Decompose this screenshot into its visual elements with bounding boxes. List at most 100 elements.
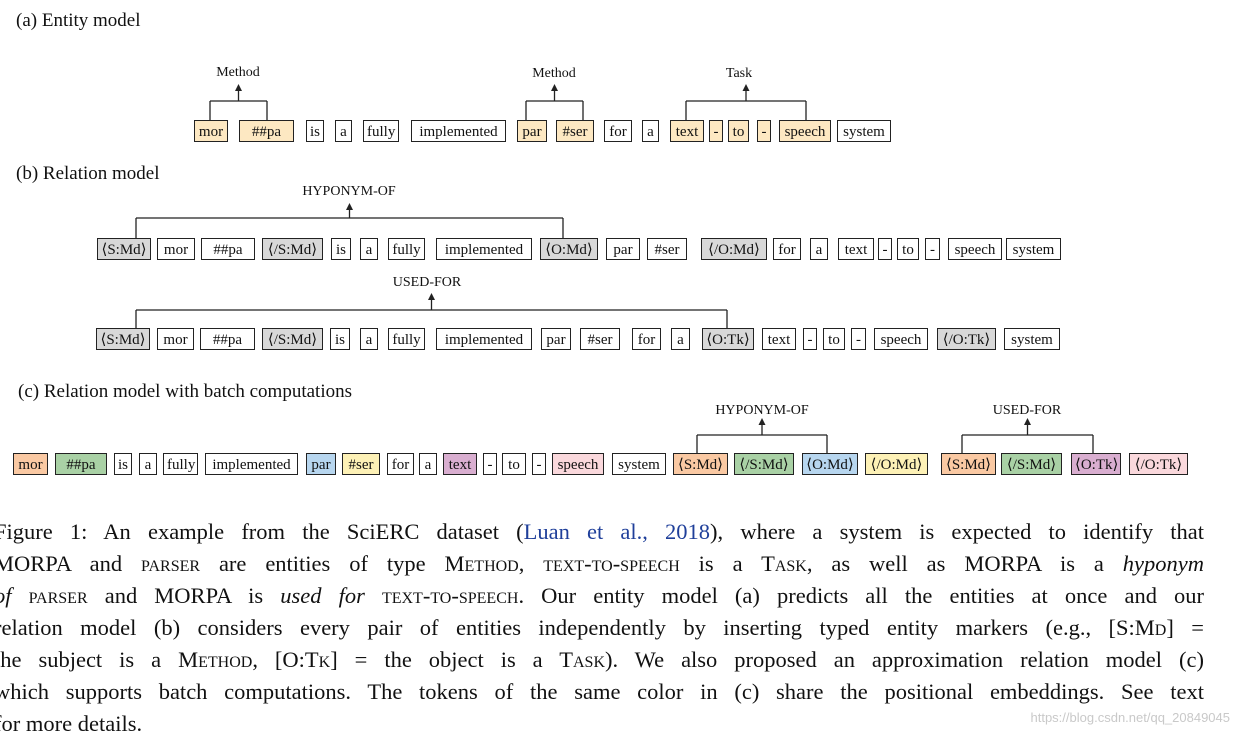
token: a xyxy=(139,453,157,475)
relation-label: Task xyxy=(725,66,753,81)
token: ⟨O:Tk⟩ xyxy=(1071,453,1121,475)
token: ⟨/O:Tk⟩ xyxy=(937,328,996,350)
token: ⟨O:Tk⟩ xyxy=(702,328,754,350)
section-a-title: (a) Entity model xyxy=(16,10,141,31)
token: - xyxy=(851,328,866,350)
token: fully xyxy=(163,453,198,475)
section-b-title: (b) Relation model xyxy=(16,163,160,184)
token: system xyxy=(1006,238,1061,260)
token: system xyxy=(612,453,666,475)
token: par xyxy=(541,328,571,350)
figure-caption: Figure 1: An example from the SciERC dat… xyxy=(0,519,1205,736)
token: ⟨S:Md⟩ xyxy=(673,453,728,475)
token: ⟨O:Md⟩ xyxy=(540,238,598,260)
relation-label: Method xyxy=(216,65,260,80)
relation-label: Method xyxy=(532,66,576,81)
token: - xyxy=(532,453,546,475)
token: to xyxy=(897,238,919,260)
token: - xyxy=(878,238,892,260)
token: mor xyxy=(157,238,195,260)
token: implemented xyxy=(411,120,506,142)
token: system xyxy=(1004,328,1060,350)
token: - xyxy=(757,120,771,142)
arrow-head xyxy=(1024,418,1031,425)
token: ⟨/O:Md⟩ xyxy=(865,453,928,475)
token: ##pa xyxy=(200,328,255,350)
token: speech xyxy=(552,453,604,475)
token: ⟨O:Md⟩ xyxy=(802,453,858,475)
arrow-head xyxy=(758,418,766,425)
token: a xyxy=(360,328,378,350)
token: a xyxy=(810,238,828,260)
token: speech xyxy=(779,120,831,142)
token: fully xyxy=(363,120,399,142)
token: #ser xyxy=(342,453,380,475)
relation-label: HYPONYM-OF xyxy=(715,403,809,418)
citation-link[interactable]: Luan et al., 2018 xyxy=(523,519,711,544)
token: implemented xyxy=(205,453,298,475)
token: implemented xyxy=(436,328,532,350)
token: for xyxy=(387,453,414,475)
token: to xyxy=(502,453,526,475)
token: implemented xyxy=(436,238,532,260)
token: a xyxy=(419,453,437,475)
token: ⟨/S:Md⟩ xyxy=(262,328,323,350)
token: system xyxy=(837,120,891,142)
token: is xyxy=(331,238,351,260)
token: fully xyxy=(388,328,425,350)
token: #ser xyxy=(647,238,687,260)
token: ##pa xyxy=(55,453,107,475)
token: - xyxy=(709,120,723,142)
token: ⟨/S:Md⟩ xyxy=(734,453,794,475)
token: a xyxy=(671,328,690,350)
token: ⟨/O:Tk⟩ xyxy=(1129,453,1188,475)
token: to xyxy=(728,120,749,142)
token: for xyxy=(773,238,801,260)
token: a xyxy=(360,238,378,260)
token: mor xyxy=(13,453,48,475)
token: ⟨S:Md⟩ xyxy=(941,453,996,475)
section-c-title: (c) Relation model with batch computatio… xyxy=(18,381,353,402)
token: text xyxy=(838,238,874,260)
relation-label: USED-FOR xyxy=(392,275,462,290)
token: is xyxy=(114,453,132,475)
token: ⟨/O:Md⟩ xyxy=(701,238,767,260)
token: - xyxy=(803,328,817,350)
token: mor xyxy=(157,328,194,350)
token: - xyxy=(483,453,497,475)
token: ##pa xyxy=(239,120,294,142)
arrow-head xyxy=(551,84,558,91)
token: ⟨/S:Md⟩ xyxy=(262,238,323,260)
token: par xyxy=(306,453,336,475)
token: ##pa xyxy=(201,238,255,260)
token: speech xyxy=(874,328,928,350)
token: speech xyxy=(948,238,1002,260)
arrow-head xyxy=(742,84,750,91)
token: par xyxy=(606,238,640,260)
token: ⟨/S:Md⟩ xyxy=(1001,453,1062,475)
token: mor xyxy=(194,120,228,142)
watermark: https://blog.csdn.net/qq_20849045 xyxy=(1030,710,1231,725)
token: #ser xyxy=(580,328,620,350)
relation-label: HYPONYM-OF xyxy=(302,184,396,199)
token: #ser xyxy=(556,120,594,142)
token: a xyxy=(335,120,352,142)
arrow-head xyxy=(346,203,353,210)
token: par xyxy=(517,120,547,142)
token: ⟨S:Md⟩ xyxy=(97,238,151,260)
arrow-head xyxy=(428,293,435,300)
arrow-head xyxy=(235,84,242,91)
relation-label: USED-FOR xyxy=(992,403,1062,418)
token: for xyxy=(604,120,632,142)
token: a xyxy=(642,120,659,142)
token: for xyxy=(632,328,661,350)
token: - xyxy=(925,238,940,260)
token: text xyxy=(670,120,704,142)
token: is xyxy=(330,328,350,350)
token: fully xyxy=(388,238,425,260)
token: ⟨S:Md⟩ xyxy=(96,328,150,350)
token: text xyxy=(762,328,796,350)
token: is xyxy=(306,120,324,142)
token: text xyxy=(443,453,477,475)
token: to xyxy=(823,328,845,350)
